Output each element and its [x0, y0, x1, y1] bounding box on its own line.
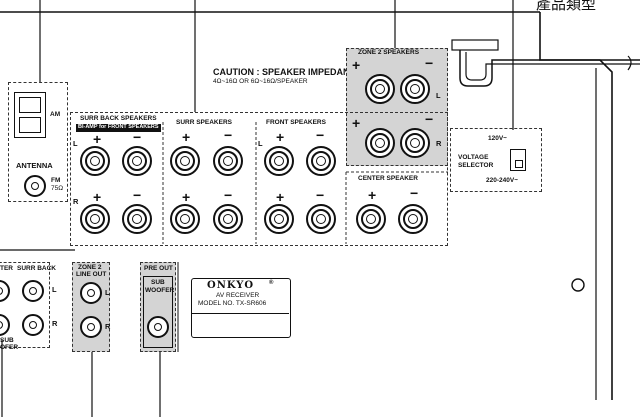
front-plus-top: + — [276, 129, 285, 145]
surr-r-minus-terminal[interactable] — [213, 204, 243, 234]
sub-label: SUB — [151, 279, 165, 286]
zone2-line-out-title-2: LINE OUT — [76, 271, 107, 278]
surr-back-title: SURR BACK SPEAKERS — [80, 115, 157, 122]
zone2-r-label: R — [436, 139, 442, 148]
am-antenna-terminal[interactable] — [14, 92, 46, 138]
surr-back-r-jack[interactable] — [22, 314, 44, 336]
front-l-label: L — [258, 139, 263, 148]
surr-plus-top: + — [182, 129, 191, 145]
subwoofer-jack[interactable] — [147, 316, 169, 338]
pre-out-title: PRE OUT — [144, 265, 173, 272]
zone2-line-out-r-label: R — [105, 322, 111, 331]
surr-back-plus-top: + — [93, 131, 102, 147]
center-title: CENTER SPEAKER — [358, 175, 418, 182]
fm-antenna-jack[interactable] — [24, 175, 46, 197]
left-col1-label: TER — [0, 265, 13, 272]
surr-back-r-plus-terminal[interactable] — [80, 204, 110, 234]
woofer-label: WOOFER — [145, 287, 175, 294]
am-label: AM — [50, 111, 61, 118]
brand-logo: ONKYO — [207, 280, 255, 291]
left-sub2-label: OFER — [0, 344, 19, 351]
left-preout-frame — [0, 262, 50, 348]
surr-back-l-label: L — [73, 139, 78, 148]
surr-back-l-plus-terminal[interactable] — [80, 146, 110, 176]
zone2-l-minus-terminal[interactable] — [400, 74, 430, 104]
am-clip-bottom — [19, 117, 41, 133]
surr-r-plus-terminal[interactable] — [170, 204, 200, 234]
model-badge-divider — [192, 313, 289, 314]
zone2-l-plus-terminal[interactable] — [365, 74, 395, 104]
product-type-label: 產品類型 — [536, 0, 597, 13]
am-clip-top — [19, 97, 41, 113]
antenna-title: ANTENNA — [16, 161, 53, 170]
zone2-line-out-frame — [72, 262, 110, 352]
surr-back-jack-r-label: R — [52, 319, 58, 328]
surr-minus-bottom: − — [224, 187, 233, 203]
zone2-speakers-frame — [346, 48, 448, 166]
surr-back-minus-top: − — [133, 129, 142, 145]
fm-impedance-label: 75Ω — [51, 185, 64, 192]
front-title: FRONT SPEAKERS — [266, 119, 326, 126]
surr-back-l-minus-terminal[interactable] — [122, 146, 152, 176]
zone2-minus-bottom: − — [425, 111, 434, 127]
center-plus-terminal[interactable] — [356, 204, 386, 234]
surr-back-r-label: R — [73, 197, 79, 206]
zone2-r-plus-terminal[interactable] — [365, 128, 395, 158]
caution-impedance: 4Ω~16Ω OR 6Ω~16Ω/SPEAKER — [213, 78, 308, 85]
surr-back-jack-l-label: L — [52, 285, 57, 294]
voltage-selector-frame — [450, 128, 542, 192]
zone2-line-out-l-label: L — [105, 288, 110, 297]
voltage-selector-label-2: SELECTOR — [458, 162, 494, 169]
front-minus-bottom: − — [316, 187, 325, 203]
voltage-selector-label-1: VOLTAGE — [458, 154, 489, 161]
surr-l-minus-terminal[interactable] — [213, 146, 243, 176]
surr-back-minus-bottom: − — [133, 187, 142, 203]
zone2-line-out-l-jack[interactable] — [80, 282, 102, 304]
center-minus: − — [410, 185, 419, 201]
surr-title: SURR SPEAKERS — [176, 119, 232, 126]
voltage-120-label: 120V~ — [488, 135, 507, 142]
antenna-frame — [8, 82, 68, 202]
front-r-plus-terminal[interactable] — [264, 204, 294, 234]
model-badge — [191, 278, 291, 338]
brand-registered-mark: ® — [269, 280, 274, 286]
front-minus-top: − — [316, 127, 325, 143]
fm-label: FM — [51, 177, 61, 184]
zone2-r-minus-terminal[interactable] — [400, 128, 430, 158]
voltage-220-label: 220-240V~ — [486, 177, 518, 184]
voltage-switch-knob — [515, 160, 523, 168]
surr-back-plus-bottom: + — [93, 189, 102, 205]
voltage-selector-switch[interactable] — [510, 149, 526, 171]
left-sub-label: SUB — [0, 337, 14, 344]
badge-product-line: AV RECEIVER — [216, 292, 260, 299]
center-plus: + — [368, 187, 377, 203]
surr-minus-top: − — [224, 127, 233, 143]
badge-model-number: MODEL NO. TX-SR606 — [198, 300, 267, 307]
front-l-minus-terminal[interactable] — [306, 146, 336, 176]
zone2-minus-top: − — [425, 55, 434, 71]
caution-title: CAUTION : SPEAKER IMPEDANCE — [213, 67, 363, 77]
surr-plus-bottom: + — [182, 189, 191, 205]
zone2-l-label: L — [436, 91, 441, 100]
speaker-terminals-frame — [70, 112, 448, 246]
zone2-plus-top: + — [352, 57, 361, 73]
zone2-speakers-title: ZONE 2 SPEAKERS — [358, 49, 420, 56]
pre-out-frame — [140, 262, 176, 352]
surr-back-l-jack[interactable] — [22, 280, 44, 302]
zone2-plus-bottom: + — [352, 115, 361, 131]
front-l-plus-terminal[interactable] — [264, 146, 294, 176]
zone2-line-out-title-1: ZONE 2 — [78, 264, 102, 271]
bi-amp-label: BI-AMP for FRONT SPEAKERS — [76, 124, 161, 132]
surr-back-r-minus-terminal[interactable] — [122, 204, 152, 234]
surr-l-plus-terminal[interactable] — [170, 146, 200, 176]
front-r-minus-terminal[interactable] — [306, 204, 336, 234]
zone2-line-out-r-jack[interactable] — [80, 316, 102, 338]
zone2-speakers-panel — [346, 48, 448, 166]
pre-out-sub-frame — [143, 276, 173, 348]
center-minus-terminal[interactable] — [398, 204, 428, 234]
left-col2-label: SURR BACK — [17, 265, 56, 272]
front-plus-bottom: + — [276, 189, 285, 205]
